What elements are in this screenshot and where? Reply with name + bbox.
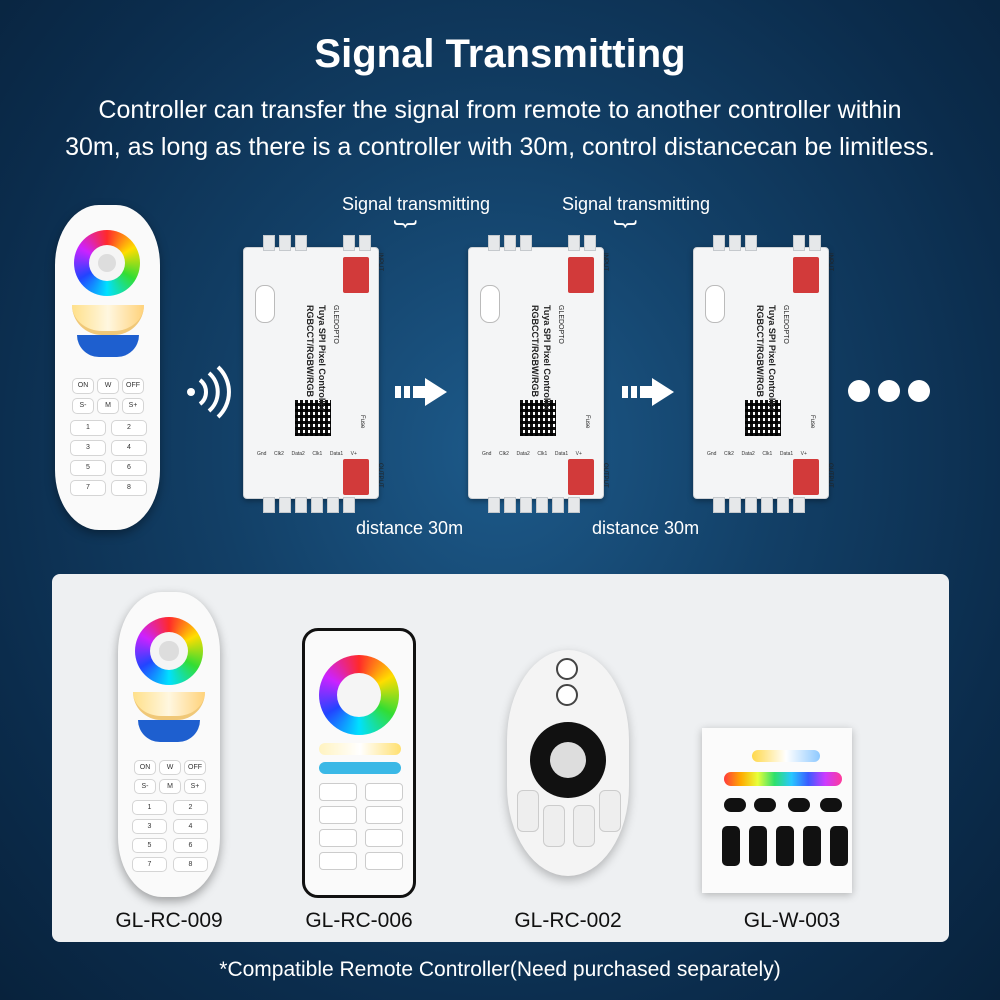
zone-2-button[interactable]: 2 — [173, 800, 208, 815]
qr-code-icon — [295, 400, 331, 436]
zone-5-button[interactable]: 5 — [132, 838, 167, 853]
brand-label: GLEDOPTO — [782, 305, 789, 344]
remote-gl-w-003-image — [702, 728, 852, 893]
input-label: INPUT — [602, 253, 608, 271]
color-ring-icon — [530, 722, 606, 798]
brace-icon-1: } — [393, 219, 421, 229]
subtitle-line-1: Controller can transfer the signal from … — [98, 96, 902, 124]
page-title: Signal Transmitting — [314, 32, 686, 76]
arrow-right-icon-1 — [395, 378, 447, 406]
white-tone-slider — [72, 305, 144, 335]
model-label-gl-rc-009: GL-RC-009 — [115, 909, 223, 932]
product-subtitle: RGBCCT/RGBW/RGB — [305, 305, 315, 397]
compatible-remotes-panel: ON W OFF S- M S+ 1 2 3 4 5 6 7 8 GL-RC-0… — [52, 574, 949, 942]
color-wheel-icon — [319, 655, 399, 735]
distance-label-2: distance 30m — [592, 518, 700, 538]
zone-8-button[interactable]: 8 — [173, 857, 208, 872]
zone-6-button[interactable]: 6 — [173, 838, 208, 853]
zone-4-button[interactable]: 4 — [173, 819, 208, 834]
controller-3: Tuya SPI Pixel Controller RGBCCT/RGBW/RG… — [685, 235, 835, 513]
brightness-slider — [77, 335, 139, 357]
remote-image-top: ON W OFF S- M S+ 1 2 3 4 5 6 7 8 — [55, 205, 160, 530]
zone-8-button[interactable]: 8 — [111, 480, 147, 496]
zone-7-button[interactable]: 7 — [70, 480, 106, 496]
zone-2-button[interactable]: 2 — [111, 420, 147, 436]
on-button[interactable]: ON — [72, 378, 94, 394]
color-wheel-icon — [74, 230, 140, 296]
model-label-gl-w-003: GL-W-003 — [743, 909, 841, 932]
model-label-gl-rc-006: GL-RC-006 — [305, 909, 413, 932]
ellipsis-dot-3 — [908, 380, 930, 402]
mode-button[interactable]: M — [159, 779, 181, 794]
signal-label-1: Signal transmitting — [342, 194, 491, 214]
ellipsis-dot-1 — [848, 380, 870, 402]
page-subtitle: Controller can transfer the signal from … — [20, 92, 980, 166]
w-button[interactable]: W — [159, 760, 181, 775]
input-label: INPUT — [827, 253, 833, 271]
qr-code-icon — [745, 400, 781, 436]
fuse-label: Fuse — [359, 415, 365, 429]
brace-icon-2: } — [613, 219, 641, 229]
brand-label: GLEDOPTO — [332, 305, 339, 344]
product-title: Tuya SPI Pixel Controller — [317, 305, 327, 412]
output-terminal — [568, 459, 594, 495]
input-terminal — [343, 257, 369, 293]
zone-1-button[interactable]: 1 — [70, 420, 106, 436]
qr-code-icon — [520, 400, 556, 436]
subtitle-line-2: 30m, as long as there is a controller wi… — [65, 133, 935, 161]
input-terminal — [793, 257, 819, 293]
product-subtitle: RGBCCT/RGBW/RGB — [530, 305, 540, 397]
zone-4-button[interactable]: 4 — [111, 440, 147, 456]
input-label: INPUT — [377, 253, 383, 271]
input-terminal — [568, 257, 594, 293]
fuse-label: Fuse — [584, 415, 590, 429]
product-title: Tuya SPI Pixel Controller — [542, 305, 552, 412]
w-button[interactable]: W — [97, 378, 119, 394]
on-button[interactable]: ON — [134, 760, 156, 775]
product-title: Tuya SPI Pixel Controller — [767, 305, 777, 412]
speed-up-button[interactable]: S+ — [122, 398, 144, 414]
model-label-gl-rc-002: GL-RC-002 — [514, 909, 622, 932]
product-subtitle: RGBCCT/RGBW/RGB — [755, 305, 765, 397]
wireless-signal-icon — [187, 365, 231, 419]
speed-up-button[interactable]: S+ — [184, 779, 206, 794]
mode-button[interactable]: M — [97, 398, 119, 414]
off-button[interactable]: OFF — [122, 378, 144, 394]
remote-gl-rc-009-image: ON W OFF S- M S+ 1 2 3 4 5 6 7 8 — [118, 592, 220, 897]
brand-label: GLEDOPTO — [557, 305, 564, 344]
output-terminal — [793, 459, 819, 495]
signal-label-2: Signal transmitting — [562, 194, 711, 214]
controller-1: Tuya SPI Pixel Controller RGBCCT/RGBW/RG… — [235, 235, 385, 513]
zone-3-button[interactable]: 3 — [132, 819, 167, 834]
off-button[interactable]: OFF — [184, 760, 206, 775]
remote-gl-rc-006-image — [302, 628, 416, 898]
color-wheel-icon — [135, 617, 203, 685]
remote-gl-rc-002-image — [507, 650, 629, 876]
zone-7-button[interactable]: 7 — [132, 857, 167, 872]
arrow-right-icon-2 — [622, 378, 674, 406]
speed-down-button[interactable]: S- — [134, 779, 156, 794]
zone-1-button[interactable]: 1 — [132, 800, 167, 815]
footer-note: *Compatible Remote Controller(Need purch… — [219, 958, 781, 981]
zone-6-button[interactable]: 6 — [111, 460, 147, 476]
zone-5-button[interactable]: 5 — [70, 460, 106, 476]
distance-label-1: distance 30m — [356, 518, 464, 538]
output-terminal — [343, 459, 369, 495]
speed-down-button[interactable]: S- — [72, 398, 94, 414]
ellipsis-dot-2 — [878, 380, 900, 402]
controller-2: Tuya SPI Pixel Controller RGBCCT/RGBW/RG… — [460, 235, 610, 513]
zone-3-button[interactable]: 3 — [70, 440, 106, 456]
fuse-label: Fuse — [809, 415, 815, 429]
